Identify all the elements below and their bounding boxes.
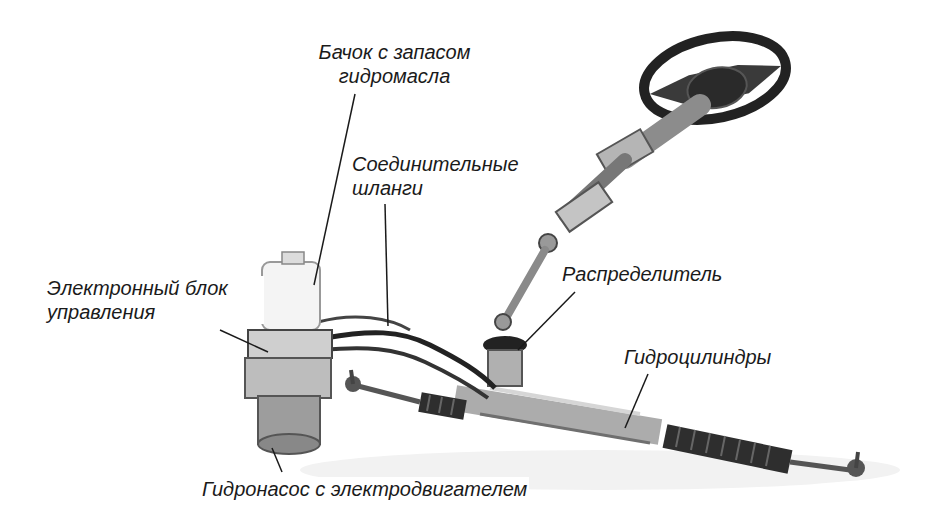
tie-rod	[790, 462, 850, 470]
boot-ribs	[427, 395, 770, 466]
ball-stud	[351, 370, 353, 384]
oil-reservoir	[262, 262, 320, 330]
tie-rod	[358, 386, 420, 402]
part-label: Соединительные шланги	[350, 152, 539, 200]
leader-line	[385, 204, 388, 326]
leader-line	[272, 448, 282, 472]
rack-boot	[665, 436, 790, 462]
wheel-spokes	[648, 56, 785, 113]
steering-wheel	[636, 24, 793, 132]
part-label: Гидронасос с электродвигателем	[200, 477, 529, 501]
hose	[318, 317, 410, 330]
column-mechanism	[556, 182, 612, 231]
part-label: Бачок с запасом гидромасла	[300, 40, 489, 88]
universal-joint	[495, 314, 511, 330]
pump-body	[245, 358, 331, 398]
intermediate-shaft	[506, 250, 545, 318]
reservoir-cap	[282, 252, 304, 264]
wheel-rim	[636, 24, 793, 132]
leader-line	[518, 292, 575, 350]
part-label: Распределитель	[560, 262, 724, 286]
ball-stud	[856, 452, 858, 468]
hose	[322, 348, 488, 398]
rack-highlight	[490, 388, 640, 414]
distributor-body	[488, 350, 522, 386]
leader-line	[314, 94, 355, 285]
part-label: Гидроцилиндры	[622, 345, 773, 369]
control-unit	[248, 330, 332, 358]
motor-end	[258, 434, 320, 454]
leader-line	[220, 330, 268, 352]
leader-line	[625, 374, 648, 428]
hose	[325, 333, 495, 388]
part-label: Электронный блок управления	[45, 276, 264, 324]
rack-pipe	[480, 414, 650, 443]
